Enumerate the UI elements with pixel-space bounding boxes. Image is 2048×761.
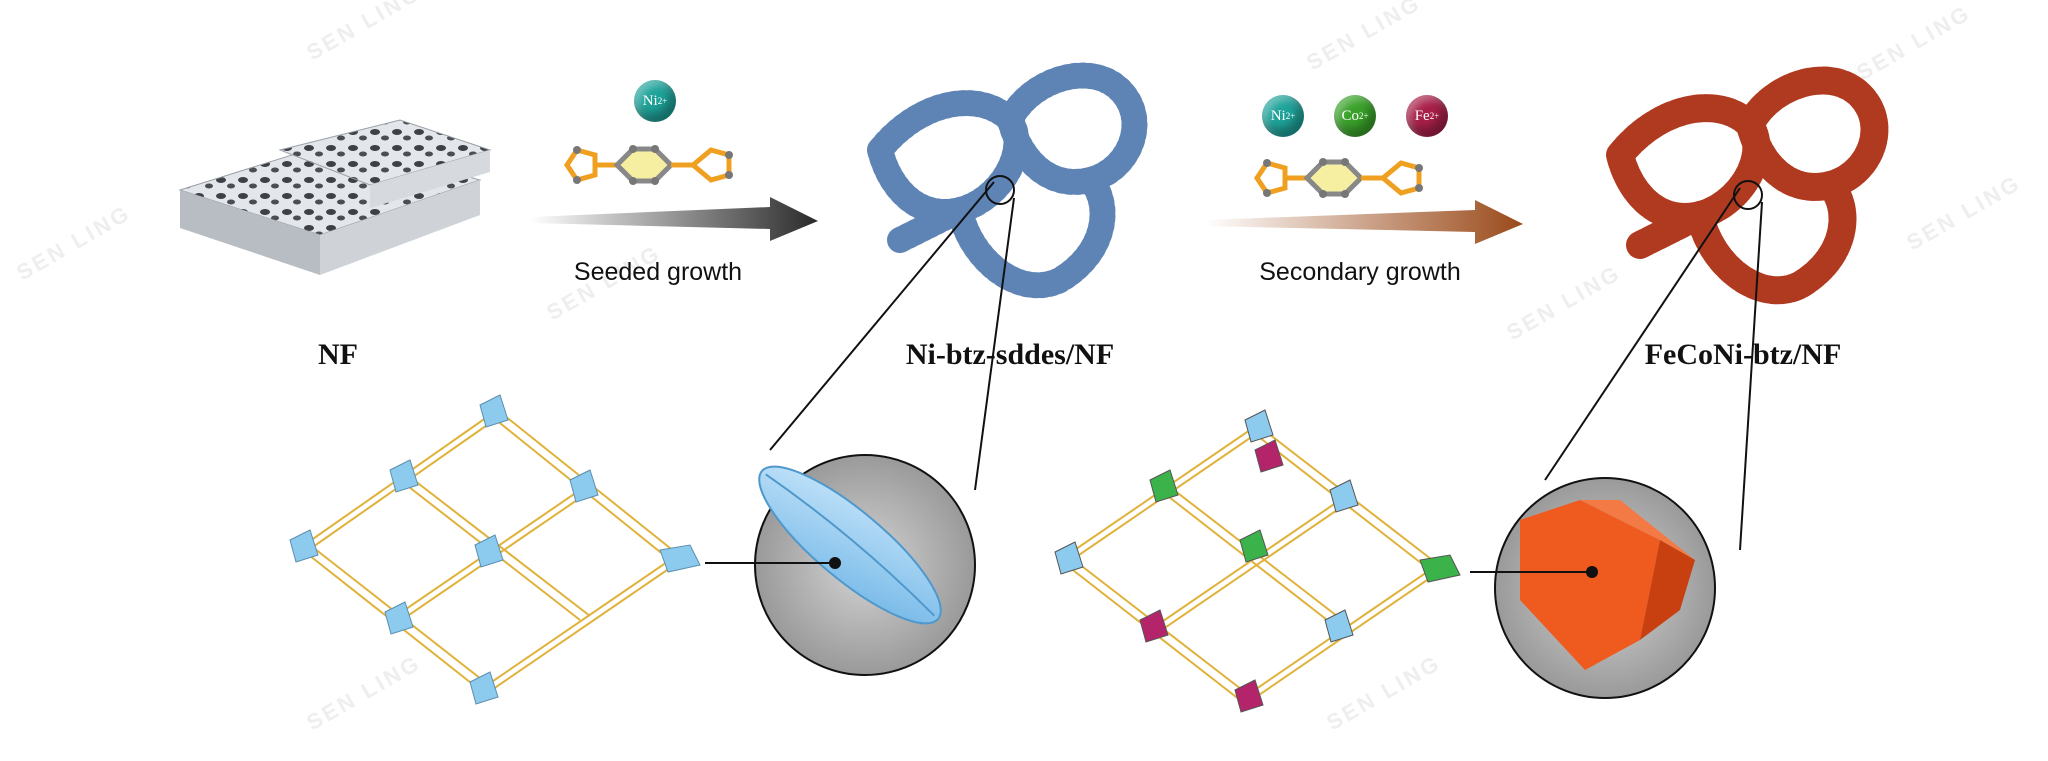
zoom-line: [769, 181, 995, 451]
zoom-line: [974, 197, 1015, 491]
secondary-growth-label: Secondary growth: [1259, 258, 1461, 286]
secondary-growth-arrow: [1205, 200, 1523, 244]
btz-linker-icon: [1253, 158, 1423, 198]
feconi-btz-crystal-inset: [1470, 477, 1716, 699]
feconi-btz-nf-label: FeCoNi-btz/NF: [1644, 338, 1842, 371]
nf-label: NF: [318, 338, 358, 371]
ni-btz-crystal-inset: [705, 454, 976, 676]
ni-btz-framework-lattice: [289, 394, 701, 705]
zoom-line: [1739, 201, 1763, 551]
seeded-growth-arrow: [530, 197, 818, 241]
feconi-btz-framework-lattice: [1054, 409, 1461, 713]
ni-btz-sddes-nf-image: [867, 62, 1148, 299]
seeded-growth-label: Seeded growth: [573, 258, 743, 286]
btz-linker-icon: [563, 145, 733, 185]
zoom-line: [1544, 187, 1741, 481]
ni-btz-sddes-nf-label: Ni-btz-sddes/NF: [905, 338, 1115, 371]
nickel-foam-image: [178, 119, 492, 275]
feconi-btz-nf-image: [1606, 66, 1889, 305]
